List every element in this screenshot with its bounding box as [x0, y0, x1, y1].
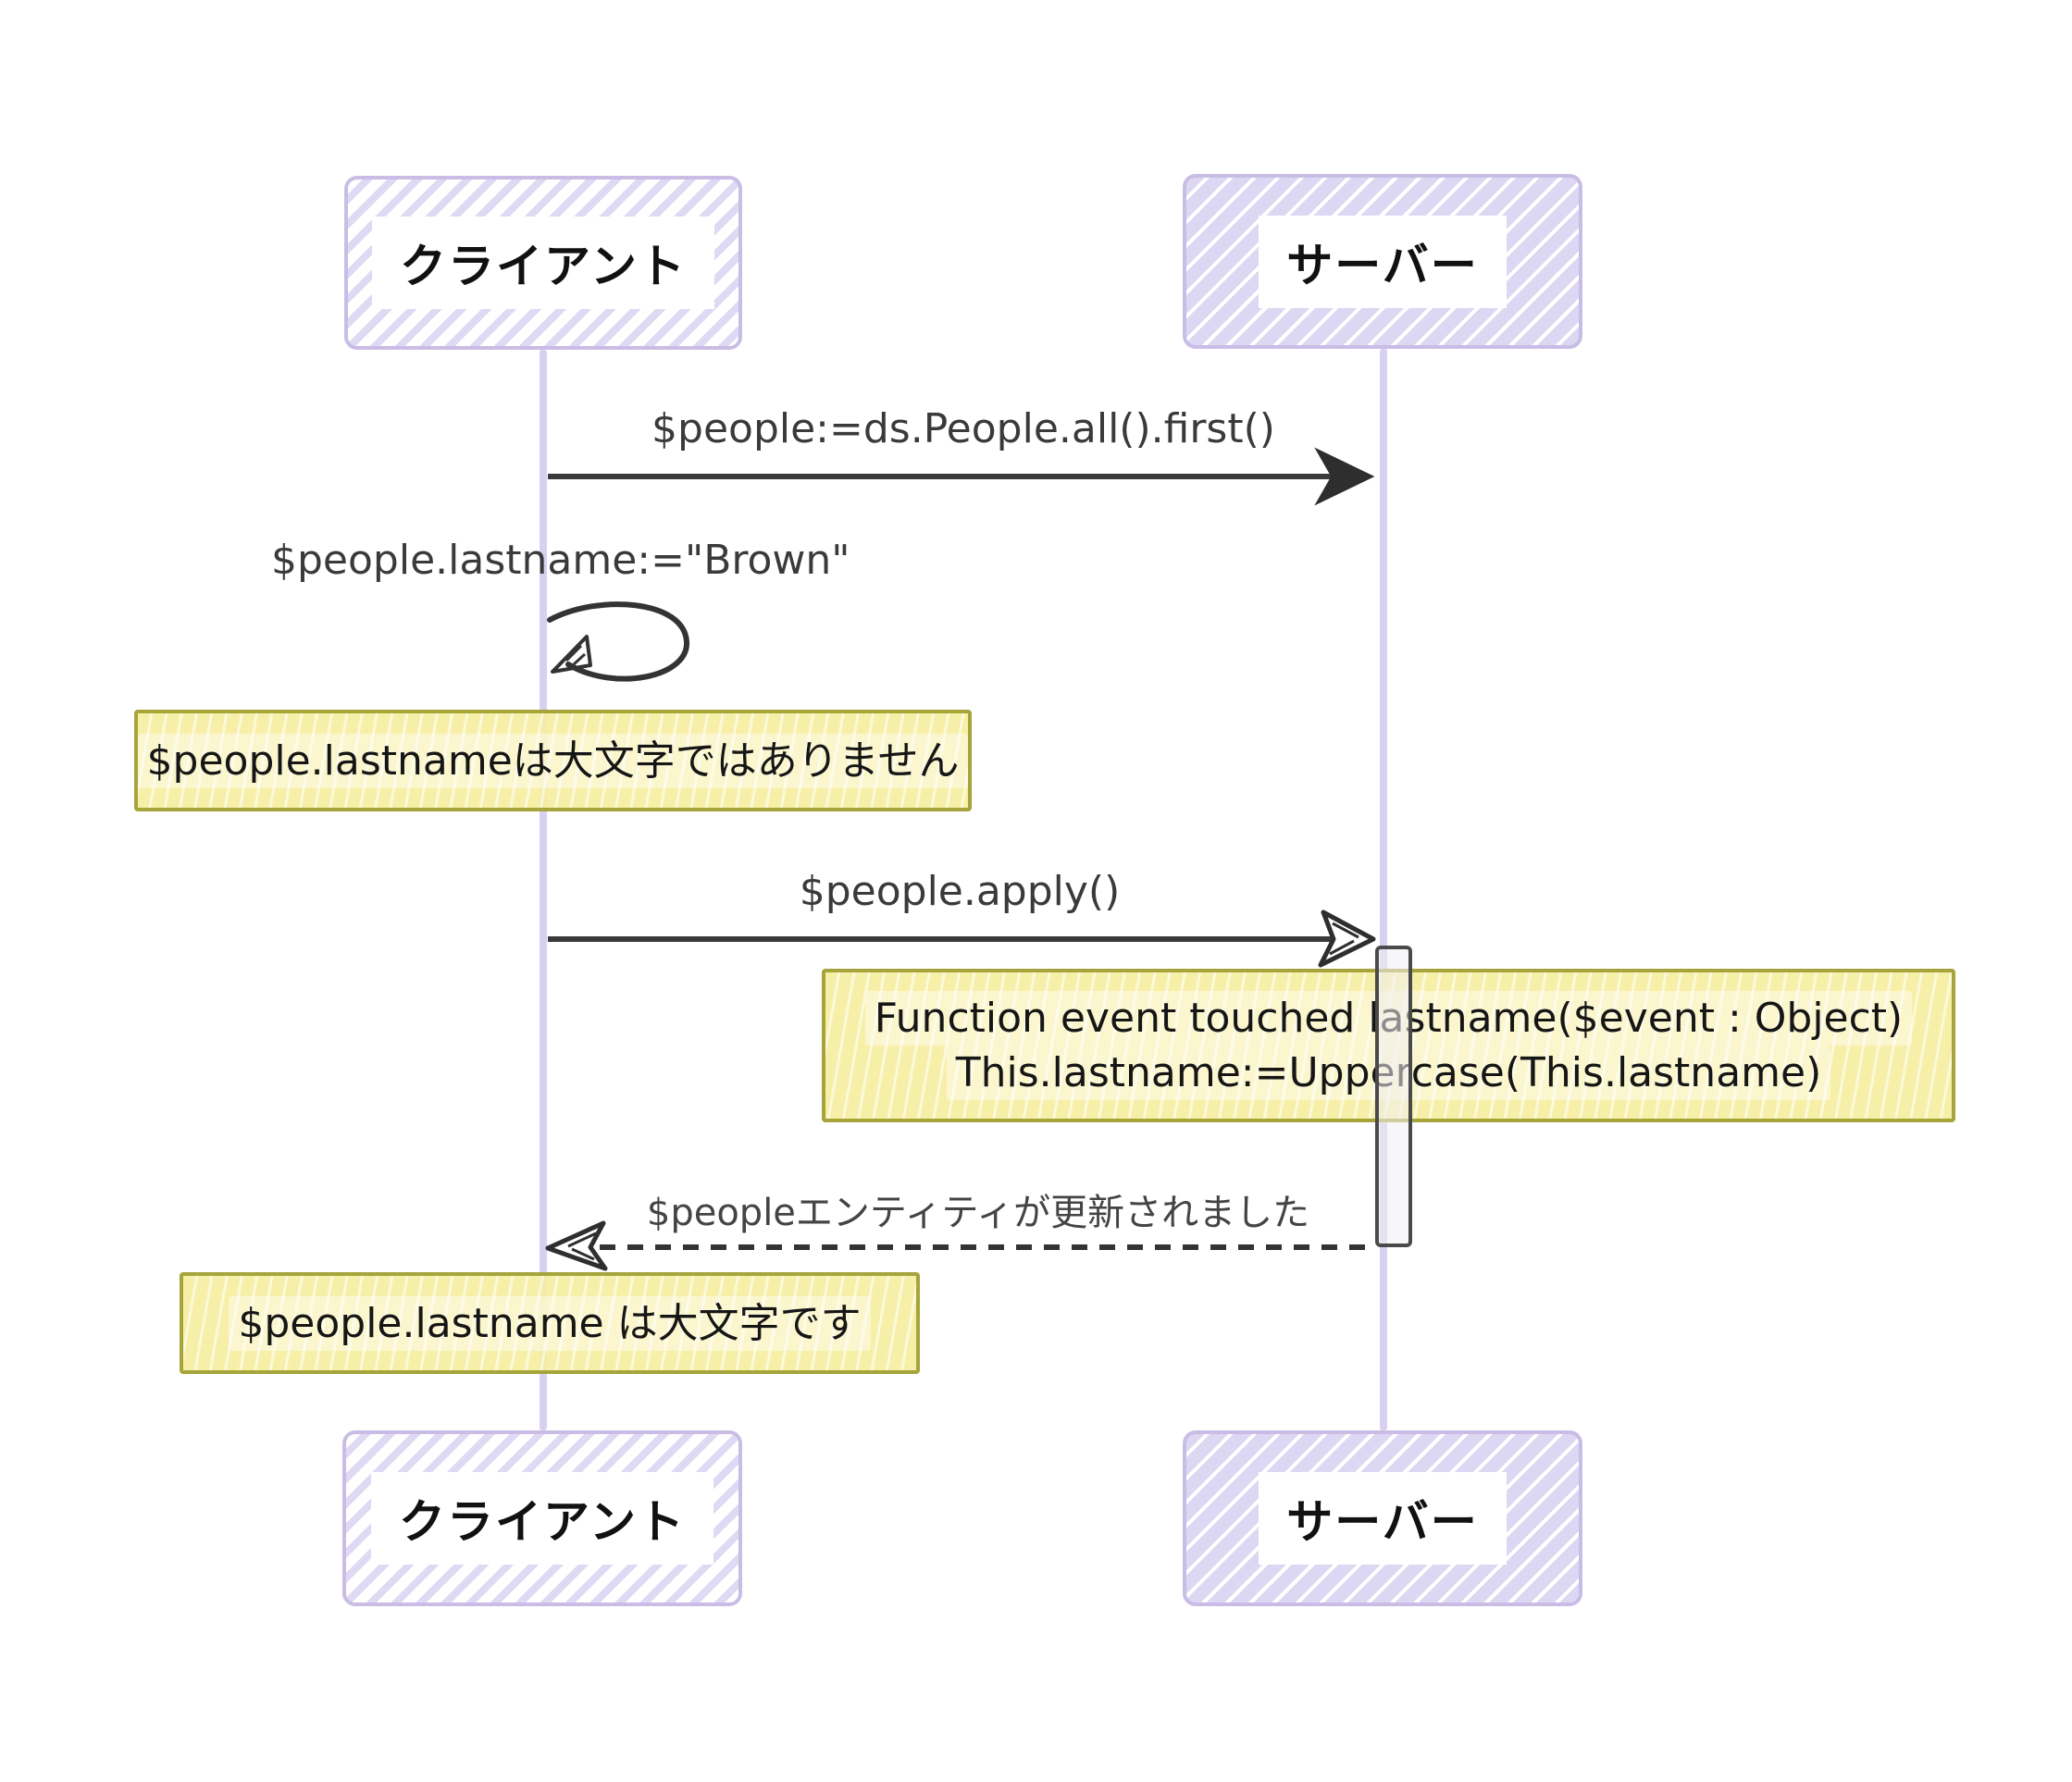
self-message-arrowhead-icon	[551, 635, 592, 674]
message-4-arrowhead-icon	[545, 1220, 608, 1271]
message-3-arrowhead-icon	[1318, 910, 1376, 968]
note-lastname-uppercase: $people.lastname は大文字です	[180, 1272, 920, 1374]
actor-server-label: サーバー	[1259, 215, 1507, 308]
self-message-arrowhead-hatch	[565, 644, 587, 666]
actor-client-label: クライアント	[371, 1472, 713, 1565]
server-lifeline	[1380, 349, 1387, 1430]
message-3-arrowhead-hatch	[1329, 922, 1359, 956]
self-message-loop-line	[547, 601, 690, 682]
message-1-label: $people:=ds.People.all().first()	[651, 405, 1275, 452]
message-3-label: $people.apply()	[799, 868, 1121, 915]
actor-server-label: サーバー	[1259, 1472, 1507, 1565]
message-4-label: $peopleエンティティが更新されました	[646, 1192, 1310, 1234]
message-1-arrowhead-icon	[1314, 447, 1375, 506]
message-4-arrowhead-hatch	[567, 1231, 597, 1261]
server-activation-bar	[1375, 946, 1412, 1247]
actor-client-top: クライアント	[344, 176, 742, 350]
note-lastname-not-uppercase: $people.lastnameは大文字ではありません	[134, 710, 972, 811]
note-text: $people.lastname は大文字です	[229, 1295, 871, 1351]
client-lifeline	[540, 350, 547, 1430]
actor-server-top: サーバー	[1183, 174, 1582, 349]
message-2-label: $people.lastname:="Brown"	[271, 537, 850, 584]
actor-client-label: クライアント	[372, 217, 714, 309]
actor-server-bottom: サーバー	[1183, 1430, 1582, 1606]
note-text: $people.lastnameは大文字ではありません	[137, 733, 969, 788]
actor-client-bottom: クライアント	[342, 1430, 742, 1606]
